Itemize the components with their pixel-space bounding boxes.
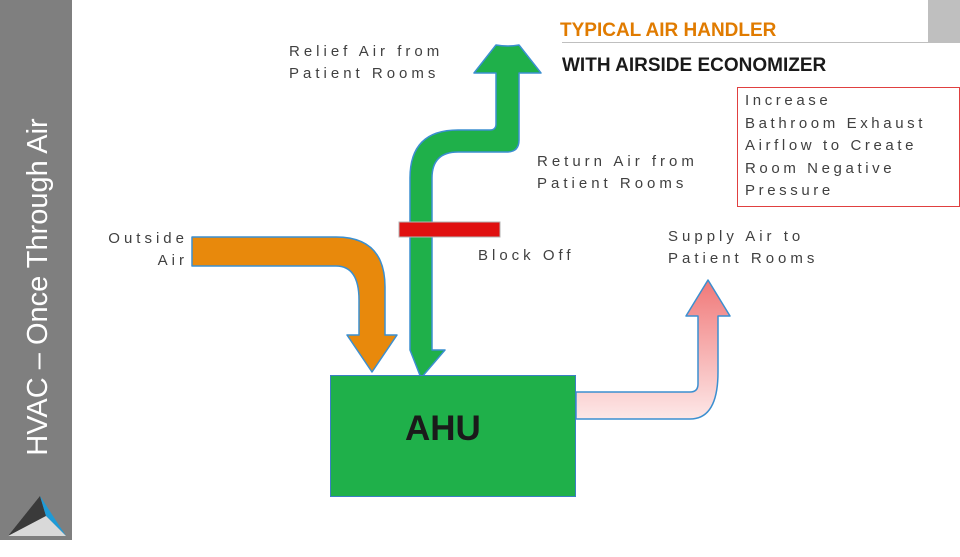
relief-air-label: Relief Air from Patient Rooms (289, 43, 444, 82)
outside-air-label: Outside Air (108, 230, 188, 269)
block-off-bar (398, 221, 501, 238)
title-rule (562, 42, 960, 43)
ahu-label: AHU (405, 409, 481, 448)
airflow-diagram (191, 44, 731, 420)
block-off-label: Block Off (478, 247, 575, 264)
company-logo-icon (8, 496, 66, 536)
title-line-1: TYPICAL AIR HANDLER (560, 20, 777, 41)
ahu-box (330, 375, 576, 497)
title-line-2: WITH AIRSIDE ECONOMIZER (562, 55, 827, 76)
return-air-arrow (409, 44, 542, 379)
return-air-label: Return Air from Patient Rooms (537, 153, 698, 192)
supply-air-arrow (575, 279, 731, 420)
note-box (737, 87, 960, 207)
supply-air-label: Supply Air to Patient Rooms (668, 228, 819, 267)
note-text: Increase Bathroom Exhaust Airflow to Cre… (745, 92, 926, 199)
corner-block (928, 0, 960, 42)
outside-air-arrow (191, 236, 398, 373)
sidebar: HVAC – Once Through Air (0, 0, 72, 540)
